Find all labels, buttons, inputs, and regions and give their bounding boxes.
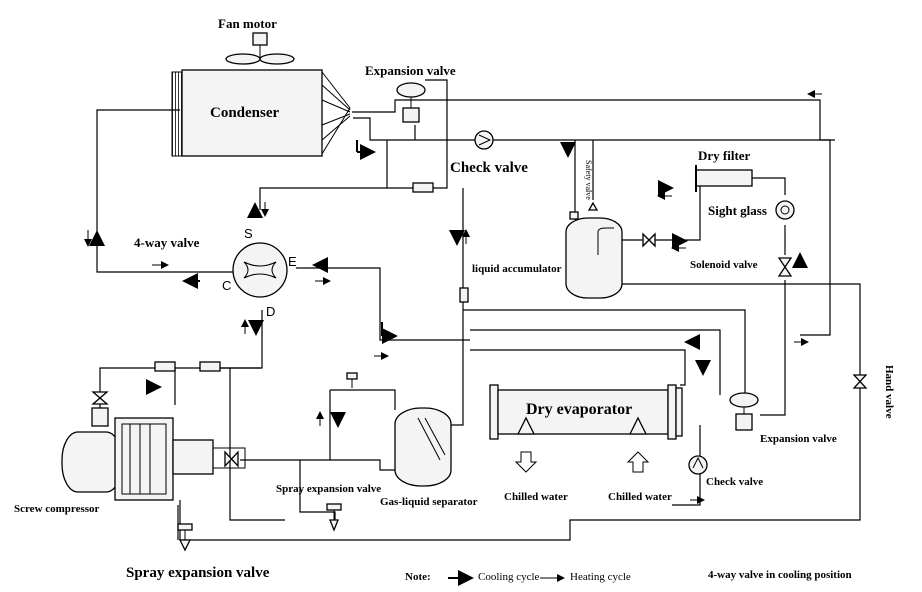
chilled-water-out-label: Chilled water xyxy=(504,491,568,503)
four-way-valve-icon xyxy=(232,242,288,298)
solenoid-valve-icon xyxy=(777,257,793,277)
chilled-water-in-label: Chilled water xyxy=(608,491,672,503)
chilled-water-in-arrow-icon xyxy=(626,451,650,473)
liquid-accumulator-icon xyxy=(565,201,623,299)
fan-motor-icon xyxy=(225,32,295,65)
dry-evaporator-icon xyxy=(489,384,683,440)
legend-heating: Heating cycle xyxy=(570,571,631,583)
spray-expansion-valve-mid-label: Spray expansion valve xyxy=(276,483,381,495)
four-way-valve-label: 4-way valve xyxy=(134,235,200,250)
fitting-c-icon xyxy=(459,287,469,303)
spray-expansion-valve-bottom-label: Spray expansion valve xyxy=(126,565,270,581)
port-e: E xyxy=(288,254,297,269)
dry-filter-label: Dry filter xyxy=(698,148,751,163)
compressor-valve-body-icon xyxy=(91,407,109,427)
port-d: D xyxy=(266,304,275,319)
chilled-water-out-arrow-icon xyxy=(514,451,538,473)
expansion-valve-top-label: Expansion valve xyxy=(365,63,456,78)
dry-evaporator-label: Dry evaporator xyxy=(526,401,632,418)
fitting-a-icon xyxy=(154,361,176,372)
check-valve-bottom-icon xyxy=(688,455,708,475)
screw-compressor-icon xyxy=(61,417,246,501)
spray-expansion-valve-mid-icon xyxy=(346,372,358,388)
legend-position: 4-way valve in cooling position xyxy=(708,569,852,581)
port-c: C xyxy=(222,278,231,293)
filter-top-icon xyxy=(412,182,434,193)
heating-arrows xyxy=(84,90,822,582)
liquid-accumulator-label: liquid accumulator xyxy=(472,263,562,275)
check-valve-top-icon xyxy=(474,130,494,150)
cooling-arrows xyxy=(89,140,808,586)
compressor-valve-icon xyxy=(91,391,109,405)
safety-valve-label: Safety valve xyxy=(584,160,593,200)
check-valve-bottom-label: Check valve xyxy=(706,476,763,488)
sight-glass-icon xyxy=(775,200,795,220)
condenser-label: Condenser xyxy=(210,105,280,121)
legend-cooling: Cooling cycle xyxy=(478,571,540,583)
expansion-valve-top-icon xyxy=(396,82,426,123)
dry-filter-icon xyxy=(695,165,753,192)
expansion-valve-right-label: Expansion valve xyxy=(760,433,837,445)
condenser-icon xyxy=(171,69,351,157)
solenoid-valve-label: Solenoid valve xyxy=(690,259,758,271)
legend-note: Note: xyxy=(405,571,431,583)
hand-valve-icon xyxy=(852,374,868,389)
fitting-b-icon xyxy=(199,361,221,372)
check-valve-top-label: Check valve xyxy=(450,160,528,176)
screw-compressor-label: Screw compressor xyxy=(14,503,100,515)
receiver-valve-icon xyxy=(642,232,656,248)
sight-glass-label: Sight glass xyxy=(708,203,767,218)
fan-motor-label: Fan motor xyxy=(218,16,277,31)
port-s: S xyxy=(244,226,253,241)
spray-expansion-valve-lower-icon xyxy=(326,503,342,532)
gas-liquid-separator-label: Gas-liquid separator xyxy=(380,496,478,508)
gas-liquid-separator-icon xyxy=(394,407,452,487)
hand-valve-label: Hand valve xyxy=(883,365,895,419)
spray-expansion-valve-bottom-icon xyxy=(177,523,193,552)
expansion-valve-right-icon xyxy=(729,392,759,431)
